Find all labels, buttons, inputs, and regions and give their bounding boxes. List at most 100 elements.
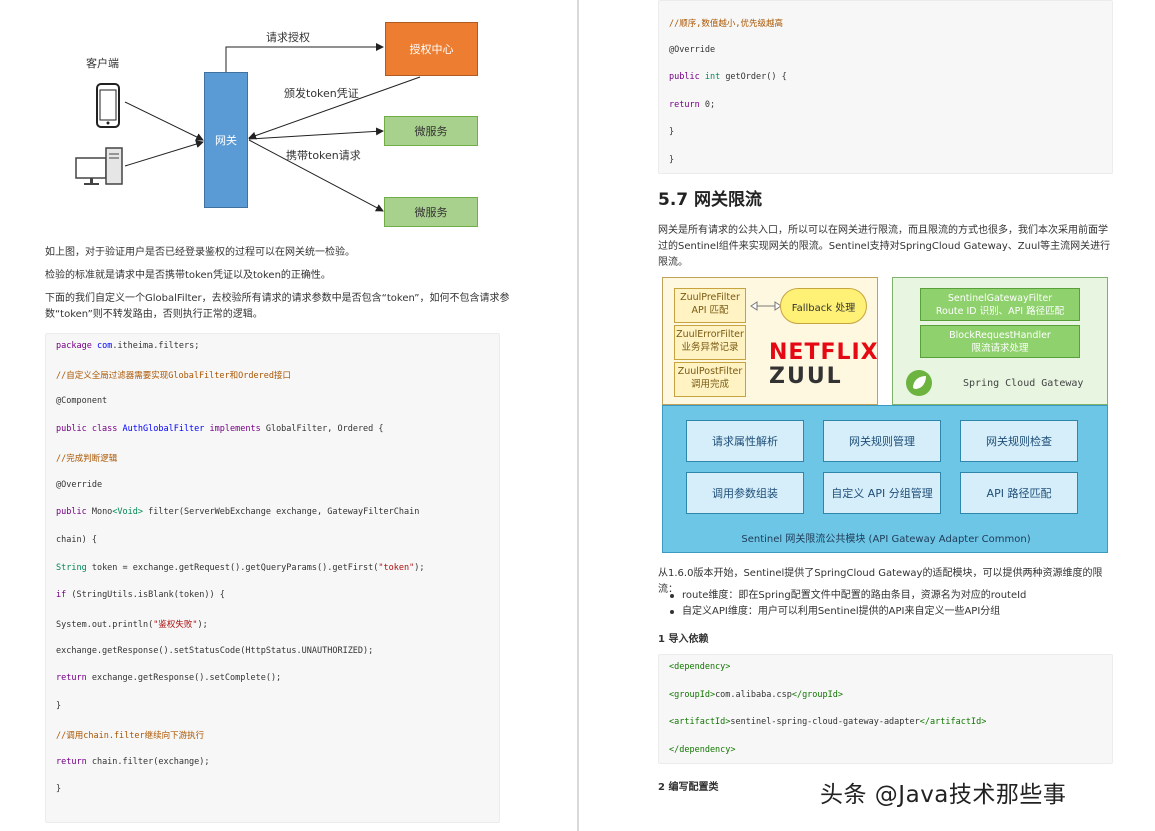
fallback-box: Fallback 处理 [780,288,867,324]
sentinel-gateway-filter-sub: Route ID 识别、API 路径匹配 [935,306,1065,317]
zuul-post-filter-title: ZuulPostFilter [677,366,743,377]
rate-limit-dimension-list: route维度：即在Spring配置文件中配置的路由条目，资源名为对应的rout… [668,588,1026,620]
code-line: //完成判断逻辑 [56,452,117,464]
code-token: (StringUtils.isBlank(token)) { [71,590,225,601]
code-token: @Override [56,479,103,490]
microservice-box-1: 微服务 [384,116,478,146]
spring-cloud-gateway-label: Spring Cloud Gateway [963,378,1084,389]
code-token: //完成判断逻辑 [56,453,118,464]
code-line: @Component [56,396,107,406]
left-page: 客户端 请求授权 颁发token凭证 携带token请求 网关 授权中心 微服务… [0,0,577,831]
code-token: @Override [669,44,716,55]
code-token: <Void> [112,507,144,518]
zuul-error-filter-title: ZuulErrorFilter [676,329,744,340]
bidirectional-arrow-icon [750,301,782,311]
code-token: ); [197,620,208,630]
code-token: return [56,756,92,767]
code-line: public Mono<Void> filter(ServerWebExchan… [56,507,419,517]
code-token: com.alibaba.csp [715,689,792,700]
code-line: </dependency> [669,745,736,755]
arrow-auth-to-gateway [248,76,421,140]
sentinel-box-api-path-match: API 路径匹配 [960,472,1078,514]
code-line: String token = exchange.getRequest().get… [56,563,424,573]
code-block-getorder: //顺序,数值越小,优先级越高 @Override public int getOr… [658,0,1113,174]
code-token: </groupId> [791,689,844,700]
code-token: } [56,701,62,712]
code-token: token = exchange.getRequest().getQueryPa… [91,562,379,573]
code-token: chain.filter(exchange); [91,756,210,767]
arrow-gateway-to-ms1 [248,127,384,140]
code-line: <dependency> [669,662,730,672]
code-line: } [669,155,674,165]
subheading-import-deps: 1 导入依赖 [658,634,709,645]
code-line: public class AuthGlobalFilter implements… [56,424,384,434]
code-line: <artifactId>sentinel-spring-cloud-gatewa… [669,717,986,727]
code-token: public [56,507,92,518]
paragraph-rate-limit-intro: 网关是所有请求的公共入口，所以可以在网关进行限流，而且限流的方式也很多，我们本次… [658,225,1111,268]
code-token: sentinel-spring-cloud-gateway-adapter [730,717,920,727]
paragraph-adapter-intro: 从1.6.0版本开始，Sentinel提供了SpringCloud Gatewa… [658,568,1103,595]
paragraph-globalfilter-intro: 下面的我们自定义一个GlobalFilter，去校验所有请求的请求参数中是否包含… [45,293,510,320]
zuul-error-filter-box: ZuulErrorFilter 业务异常记录 [674,325,746,360]
auth-center-box: 授权中心 [385,22,478,76]
code-token: //自定义全局过滤器需要实现GlobalFilter和Ordered接口 [56,370,291,381]
code-token: return [669,99,705,110]
arrow-gateway-to-auth [225,43,384,72]
code-token: ; [194,341,200,351]
code-line: @Override [669,45,715,55]
code-line: } [56,784,61,794]
watermark-text: 头条 @Java技术那些事 [820,782,1067,808]
code-token: AuthGlobalFilter [122,424,210,435]
code-token: . [112,341,118,351]
sentinel-box-gateway-rule-manage: 网关规则管理 [823,420,941,462]
paragraph-auth-criteria: 检验的标准就是请求中是否携带token凭证以及token的正确性。 [45,270,331,281]
code-token: implements [209,424,266,435]
code-block-auth-filter: package com.itheima.filters; //自定义全局过滤器需要… [45,333,500,823]
code-token: </dependency> [669,744,736,755]
code-token: } [669,155,675,165]
code-token: GlobalFilter, Ordered { [265,424,384,435]
section-heading-rate-limit: 5.7 网关限流 [658,190,763,210]
arrow-gateway-to-ms2 [248,139,384,212]
code-token: return [56,673,92,684]
code-line: return chain.filter(exchange); [56,757,210,767]
code-token: @Component [56,396,108,407]
sentinel-architecture-diagram: ZuulPreFilter API 匹配 ZuulErrorFilter 业务异… [662,277,1108,553]
code-token: public class [56,424,123,435]
zuul-post-filter-box: ZuulPostFilter 调用完成 [674,362,746,397]
zuul-logo: ZUUL [769,364,843,389]
sentinel-gateway-filter-box: SentinelGatewayFilter Route ID 识别、API 路径… [920,288,1080,321]
code-line: public int getOrder() { [669,72,787,82]
code-token: filter(ServerWebExchange exchange, Gatew… [143,507,420,518]
code-token: package [56,341,97,351]
auth-flow-diagram: 客户端 请求授权 颁发token凭证 携带token请求 网关 授权中心 微服务… [0,0,577,240]
code-block-dependency: <dependency> <groupId>com.alibaba.csp</gr… [658,654,1113,764]
zuul-panel: ZuulPreFilter API 匹配 ZuulErrorFilter 业务异… [662,277,878,405]
issue-token-label: 颁发token凭证 [284,87,359,100]
code-line: <groupId>com.alibaba.csp</groupId> [669,690,843,700]
code-line: package com.itheima.filters; [56,341,199,351]
code-token: chain) { [56,534,97,545]
code-token: String [56,562,92,573]
code-line: } [669,127,674,137]
zuul-pre-filter-title: ZuulPreFilter [680,292,740,303]
zuul-pre-filter-sub: API 匹配 [691,305,729,316]
code-line: System.out.println("鉴权失败"); [56,618,208,630]
code-line: if (StringUtils.isBlank(token)) { [56,590,225,600]
code-line: //顺序,数值越小,优先级越高 [669,17,783,29]
desktop-computer-icon [75,147,123,185]
microservice-box-2: 微服务 [384,197,478,227]
sentinel-gateway-filter-title: SentinelGatewayFilter [947,293,1053,304]
code-token: ); [414,562,425,573]
code-line: } [56,701,61,711]
code-line: @Override [56,480,102,490]
spring-leaf-icon [906,370,932,396]
arrow-phone-to-gateway [124,101,204,141]
code-token: exchange.getResponse().setStatusCode(Htt… [56,645,374,656]
code-token: getOrder() { [725,72,787,83]
code-token: <groupId> [669,689,716,700]
sentinel-box-custom-api-group: 自定义 API 分组管理 [823,472,941,514]
code-token: if [56,590,72,601]
diagram-arrows [75,43,421,212]
carry-token-label: 携带token请求 [286,149,361,162]
